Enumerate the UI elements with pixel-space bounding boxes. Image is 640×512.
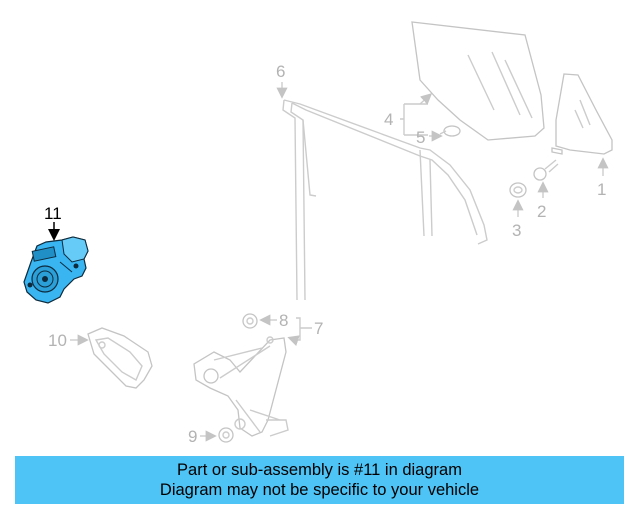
callout-9: 9 [188,427,197,446]
part-4-door-glass [411,21,545,141]
part-6-run-channel [282,99,488,301]
info-banner: Part or sub-assembly is #11 in diagram D… [15,456,624,504]
callout-7: 7 [314,319,323,338]
callout-4-bracket [400,103,428,136]
callout-5: 5 [416,128,425,147]
callout-1: 1 [597,180,606,199]
banner-line-2: Diagram may not be specific to your vehi… [159,481,480,499]
part-1-quarter-glass [551,73,613,155]
callout-2: 2 [537,202,546,221]
callout-3: 3 [512,221,521,240]
callout-7-bracket [296,317,312,341]
callout-6: 6 [276,62,285,81]
part-8-nut [242,313,258,329]
banner-line-1: Part or sub-assembly is #11 in diagram [177,461,462,479]
callout-8: 8 [279,311,288,330]
part-10-cover-plate [87,327,153,389]
part-2-screw [533,159,559,181]
part-7-window-regulator [193,336,289,437]
part-11-window-motor[interactable] [23,236,89,304]
part-3-grommet [509,182,527,198]
callout-11: 11 [44,204,62,223]
part-5-glass-clip [439,125,461,137]
part-9-nut [218,427,234,443]
callout-10: 10 [48,331,67,350]
callout-4: 4 [384,110,393,129]
